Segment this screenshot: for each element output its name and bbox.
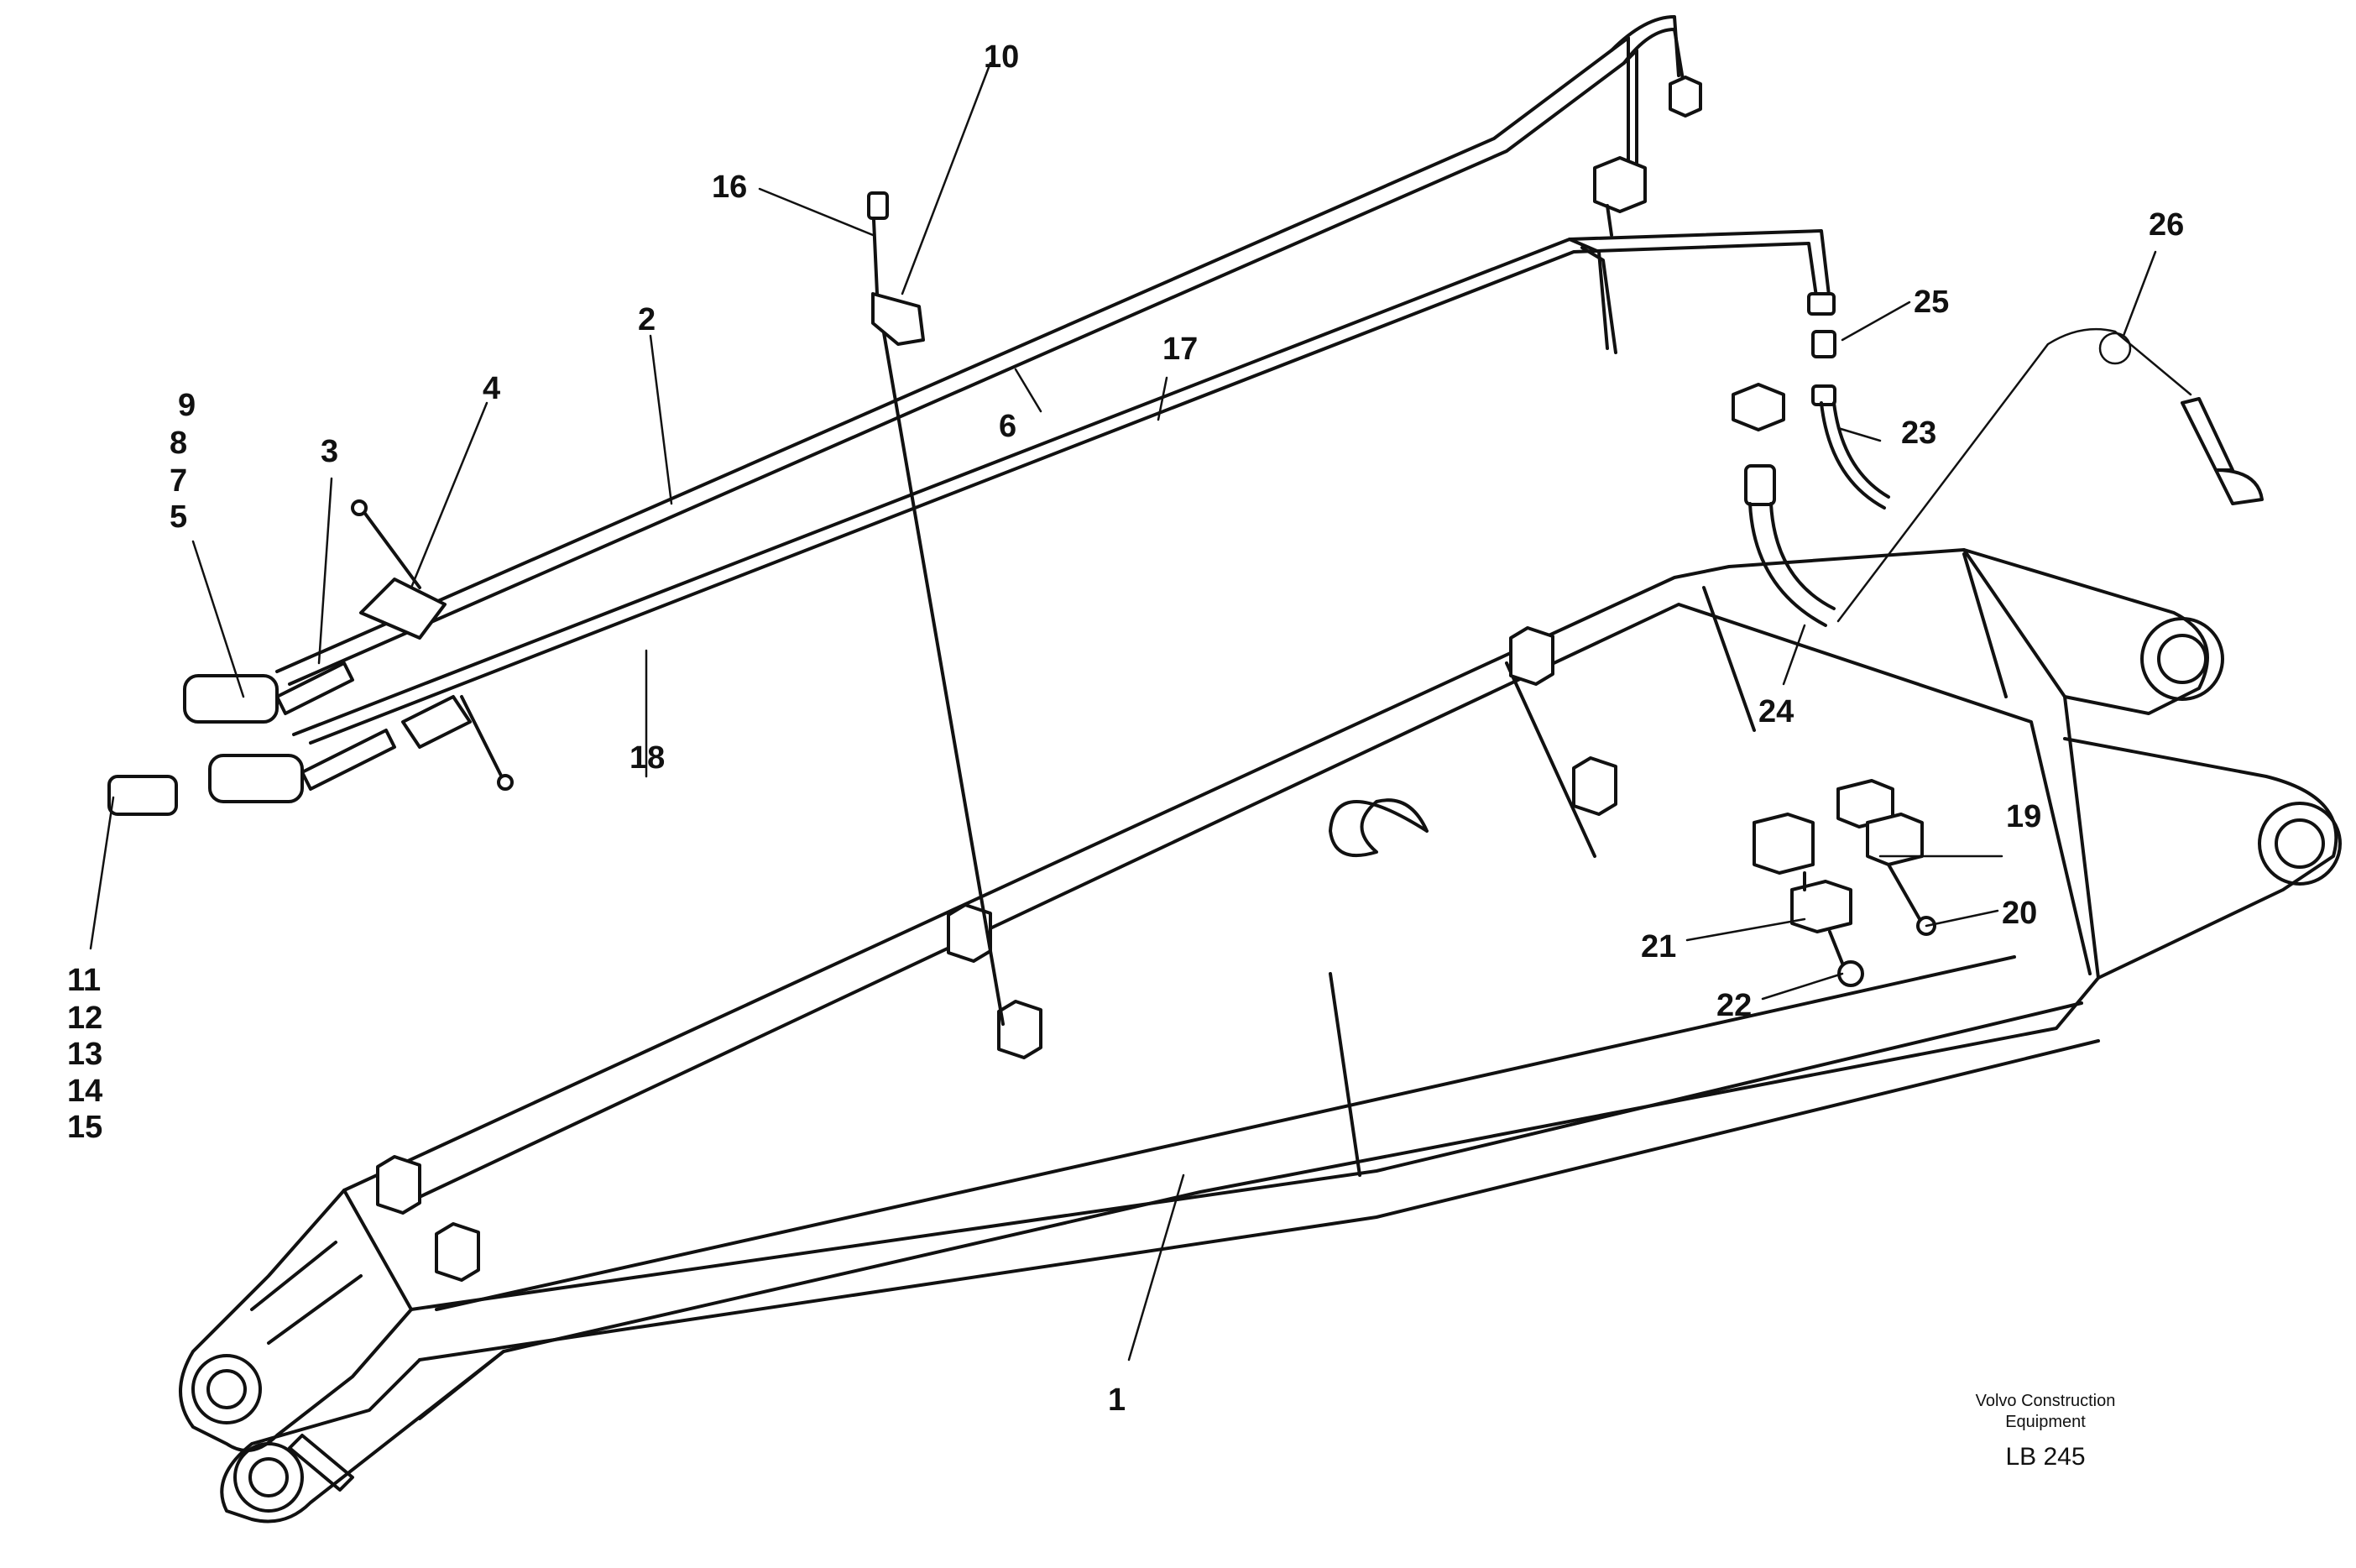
- callout-4: 4: [483, 371, 500, 406]
- callout-7: 7: [170, 463, 187, 499]
- publisher-credit: Volvo Construction Equipment LB 245: [1976, 1392, 2116, 1471]
- callout-26: 26: [2149, 207, 2184, 243]
- callout-9: 9: [178, 388, 196, 423]
- callout-21: 21: [1641, 929, 1676, 964]
- callout-17: 17: [1162, 332, 1198, 367]
- callout-labels: 1 2 3 4 5 6 7 8 9 10 11 12 13 14 15 16 1…: [67, 39, 2184, 1418]
- pipe-clamps-right: [1753, 779, 1936, 987]
- callout-5: 5: [170, 499, 187, 535]
- callout-11: 11: [67, 963, 101, 998]
- hydraulic-pipes: [275, 15, 2264, 745]
- callout-3: 3: [321, 434, 338, 469]
- callout-16: 16: [712, 170, 747, 205]
- quick-couplings: [107, 191, 1005, 1026]
- credit-line-1: Volvo Construction: [1976, 1392, 2116, 1410]
- callout-24: 24: [1758, 694, 1794, 729]
- callout-14: 14: [67, 1074, 102, 1109]
- figure-code: LB 245: [2005, 1443, 2085, 1471]
- callout-1: 1: [1108, 1382, 1126, 1418]
- boom-clips: [376, 626, 1617, 1282]
- callout-2: 2: [638, 302, 656, 337]
- callout-6: 6: [999, 409, 1016, 444]
- callout-18: 18: [629, 740, 665, 776]
- callout-8: 8: [170, 426, 187, 461]
- callout-12: 12: [67, 1001, 102, 1036]
- callout-10: 10: [984, 39, 1019, 75]
- callout-25: 25: [1914, 285, 1949, 320]
- callout-20: 20: [2002, 896, 2037, 931]
- callout-22: 22: [1716, 988, 1752, 1023]
- boom-body: [179, 548, 2342, 1524]
- callout-19: 19: [2006, 799, 2041, 834]
- callout-15: 15: [67, 1110, 102, 1145]
- callout-leaders: [89, 61, 2157, 1362]
- credit-line-2: Equipment: [2005, 1413, 2086, 1431]
- callout-23: 23: [1901, 416, 1936, 451]
- callout-13: 13: [67, 1037, 102, 1072]
